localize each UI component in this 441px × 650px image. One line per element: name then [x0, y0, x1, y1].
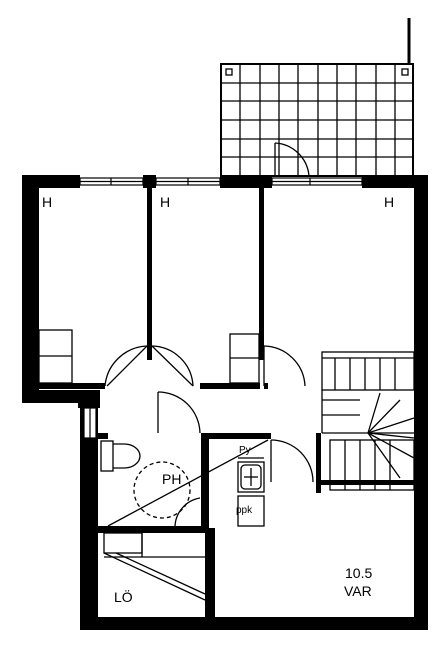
- walls: [22, 175, 428, 630]
- room-label-storage: VAR: [344, 583, 372, 599]
- room-area-storage: 10.5: [345, 565, 373, 581]
- room-label-bedroom-3: H: [384, 194, 395, 210]
- wardrobes: [38, 329, 260, 384]
- appliance-label-dryer: Py: [239, 445, 251, 456]
- room-label-bathroom: PH: [162, 471, 182, 487]
- appliance-label-dishwasher: ppk: [236, 505, 253, 516]
- balcony-door: [274, 142, 310, 177]
- room-label-bedroom-1: H: [42, 194, 53, 210]
- doors: [104, 345, 314, 529]
- room-label-bedroom-2: H: [160, 194, 171, 210]
- stairs: [321, 351, 415, 491]
- room-label-sauna: LÖ: [114, 589, 133, 605]
- bathroom-fixtures: [100, 439, 269, 527]
- sauna-benches: [103, 532, 206, 601]
- balcony-grid: [220, 18, 414, 177]
- windows: [79, 177, 363, 439]
